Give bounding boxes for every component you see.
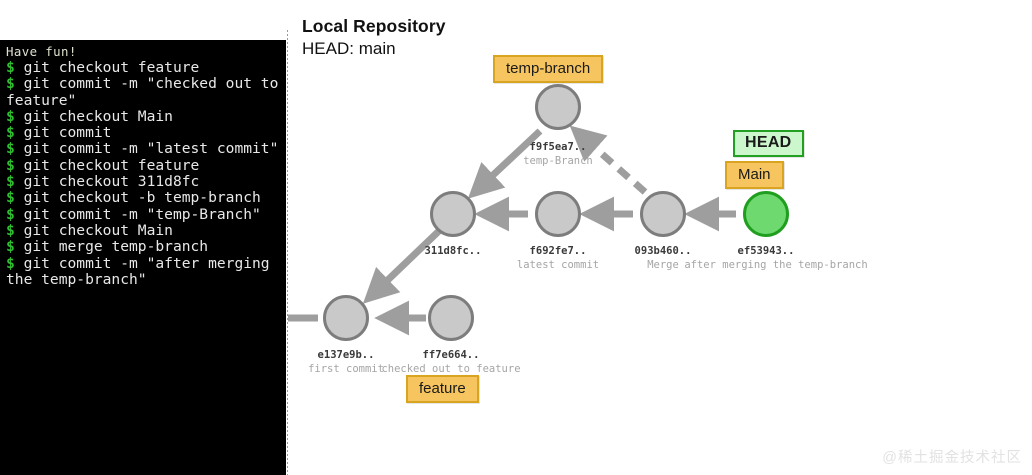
commit-node-f692fe7[interactable] xyxy=(535,191,581,237)
head-status-value: main xyxy=(358,39,396,58)
branch-badge-feature[interactable]: feature xyxy=(406,375,479,403)
page-title: Local Repository xyxy=(302,16,446,36)
commit-node-093b460[interactable] xyxy=(640,191,686,237)
terminal-command-line: $ git checkout -b temp-branch xyxy=(4,190,282,206)
commit-hash-ef53943: ef53943.. xyxy=(737,245,795,257)
head-status-key: HEAD: xyxy=(302,39,354,58)
terminal-command-text: git checkout feature xyxy=(23,59,200,76)
terminal-command-line: $ git commit -m "checked out to feature" xyxy=(4,76,282,109)
repository-graph-panel: Local Repository HEAD: main xyxy=(288,0,1032,475)
edge-093b460-to-f9f5ea7-merge xyxy=(569,125,648,195)
commit-message-f9f5ea7: temp-Branch xyxy=(523,155,593,167)
terminal-command-text: git checkout 311d8fc xyxy=(23,173,200,191)
commit-node-ef53943[interactable] xyxy=(743,191,789,237)
commit-hash-ff7e664: ff7e664.. xyxy=(422,349,480,361)
terminal-command-text: git checkout Main xyxy=(23,221,173,239)
terminal-command-list: $ git checkout feature$ git commit -m "c… xyxy=(4,59,282,289)
branch-badge-temp-branch[interactable]: temp-branch xyxy=(493,55,604,83)
terminal-prompt-symbol: $ xyxy=(6,205,24,223)
terminal-command-text: git merge temp-branch xyxy=(23,238,209,256)
commit-hash-f9f5ea7: f9f5ea7.. xyxy=(529,141,587,153)
edge-f9f5ea7-to-311d8fc xyxy=(467,128,543,199)
terminal-command-line: $ git checkout feature xyxy=(4,59,282,76)
terminal-command-line: $ git checkout Main xyxy=(4,221,282,239)
commit-message-e137e9b: first commit xyxy=(308,363,384,375)
commit-message-ef53943: after merging the temp-branch xyxy=(684,259,868,271)
commit-hash-f692fe7: f692fe7.. xyxy=(529,245,587,257)
terminal-command-line: $ git checkout feature xyxy=(4,156,282,174)
terminal-command-line: $ git commit xyxy=(4,125,282,141)
head-badge[interactable]: HEAD xyxy=(733,130,804,157)
commit-node-e137e9b[interactable] xyxy=(323,295,369,341)
commit-node-311d8fc[interactable] xyxy=(430,191,476,237)
terminal-prompt-symbol: $ xyxy=(6,221,24,239)
terminal-prompt-symbol: $ xyxy=(6,156,24,174)
terminal-command-text: git commit -m "temp-Branch" xyxy=(23,205,261,223)
terminal-command-text: git commit xyxy=(23,124,112,142)
terminal-banner: Have fun! xyxy=(6,44,77,59)
terminal-command-line: $ git commit -m "latest commit" xyxy=(4,141,282,157)
terminal-prompt-symbol: $ xyxy=(6,189,24,207)
commit-hash-093b460: 093b460.. xyxy=(634,245,692,257)
head-status-line: HEAD: main xyxy=(302,39,396,59)
branch-badge-main[interactable]: Main xyxy=(725,161,784,189)
watermark: @稀土掘金技术社区 xyxy=(882,450,1022,466)
terminal-panel[interactable]: Have fun! $ git checkout feature$ git co… xyxy=(0,40,286,475)
terminal-prompt-symbol: $ xyxy=(6,173,24,191)
commit-message-f692fe7: latest commit xyxy=(516,259,600,271)
commit-node-ff7e664[interactable] xyxy=(428,295,474,341)
commit-node-f9f5ea7[interactable] xyxy=(535,84,581,130)
commit-message-ff7e664: checked out to feature xyxy=(381,363,521,375)
terminal-command-line: $ git commit -m "after merging the temp-… xyxy=(4,254,282,289)
graph-edges xyxy=(288,125,736,336)
terminal-prompt-symbol: $ xyxy=(6,59,24,76)
terminal-prompt-symbol: $ xyxy=(6,140,24,158)
terminal-command-text: git checkout Main xyxy=(23,107,173,125)
commit-hash-311d8fc: 311d8fc.. xyxy=(424,245,482,257)
terminal-command-text: git checkout feature xyxy=(23,156,200,174)
terminal-command-line: $ git commit -m "temp-Branch" xyxy=(4,205,282,223)
commit-hash-e137e9b: e137e9b.. xyxy=(317,349,375,361)
terminal-command-line: $ git checkout 311d8fc xyxy=(4,173,282,191)
terminal-command-text: git commit -m "latest commit" xyxy=(23,140,279,158)
terminal-prompt-symbol: $ xyxy=(6,254,24,272)
terminal-command-text: git checkout -b temp-branch xyxy=(23,189,261,207)
terminal-command-text: git commit -m "checked out to feature" xyxy=(6,75,279,109)
terminal-command-line: $ git checkout Main xyxy=(4,107,282,125)
edge-311d8fc-to-e137e9b xyxy=(362,227,443,304)
terminal-prompt-symbol: $ xyxy=(6,238,24,256)
terminal-command-line: $ git merge temp-branch xyxy=(4,239,282,255)
terminal-prompt-symbol: $ xyxy=(6,75,24,93)
commit-message-093b460: Merge xyxy=(647,259,679,271)
terminal-prompt-symbol: $ xyxy=(6,107,24,125)
panel-divider xyxy=(287,30,288,475)
terminal-command-text: git commit -m "after merging the temp-br… xyxy=(6,254,279,288)
terminal-prompt-symbol: $ xyxy=(6,124,24,142)
